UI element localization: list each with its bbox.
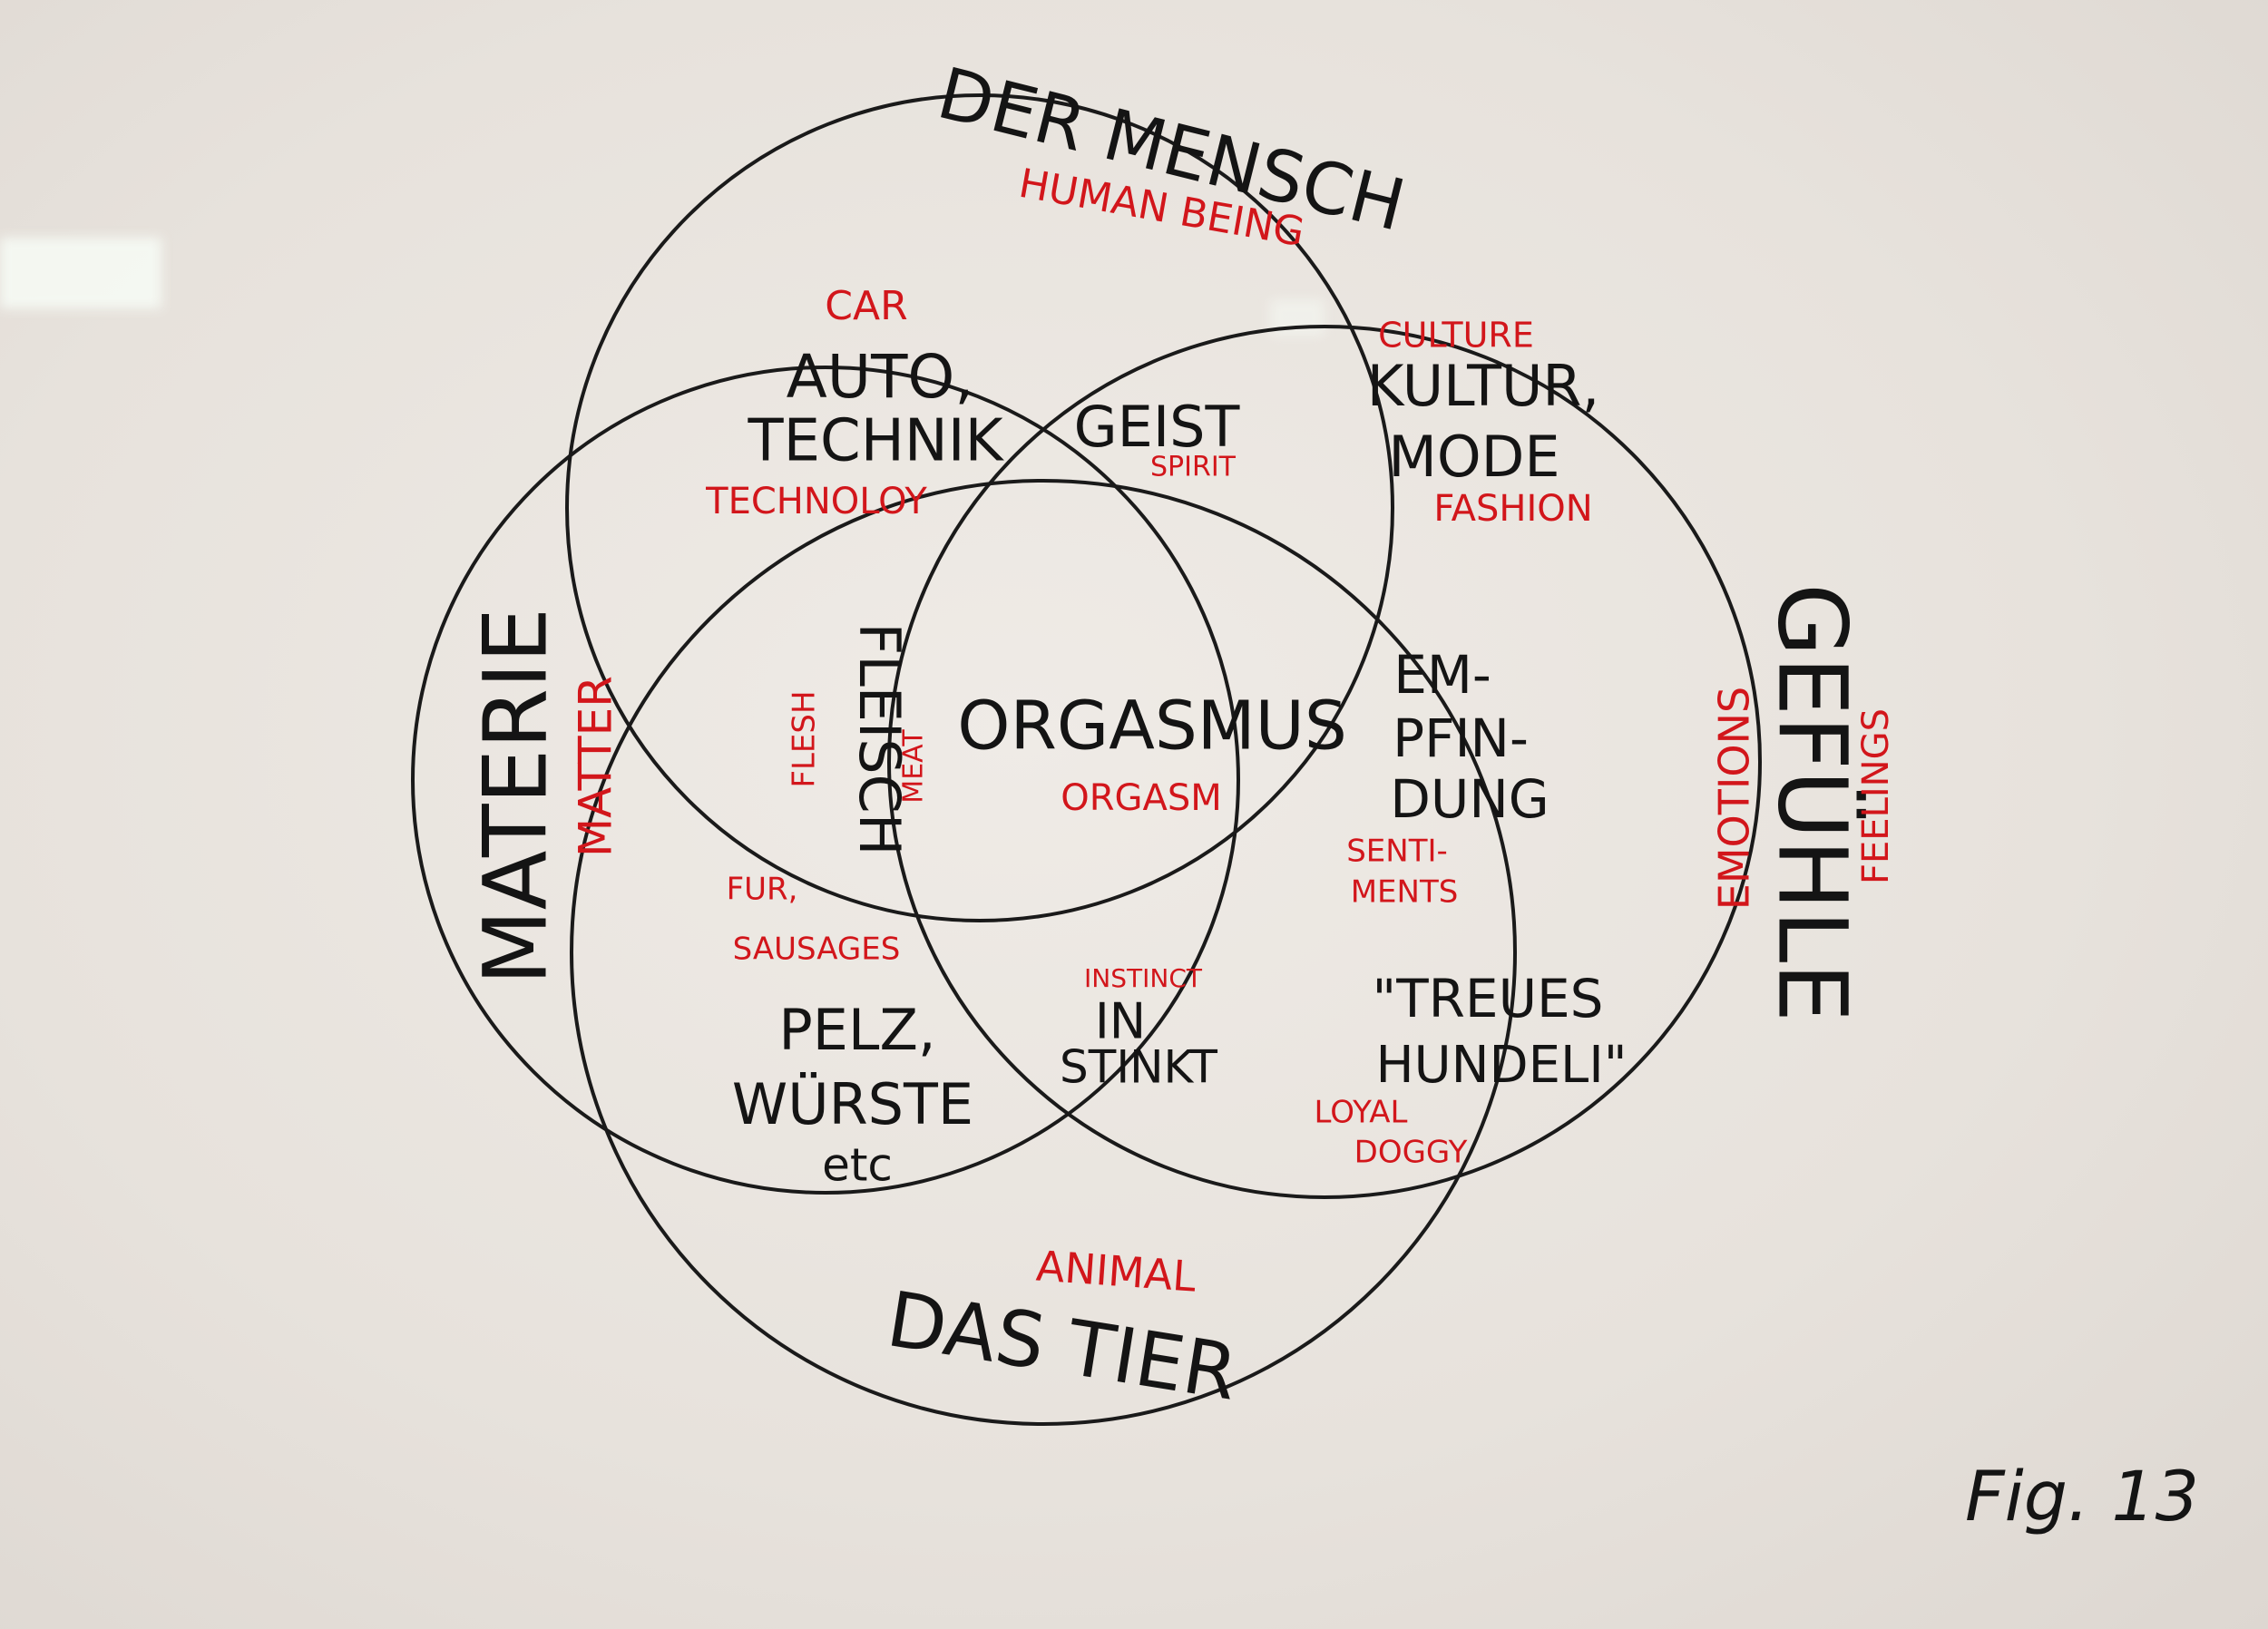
circle-gefuehle: [887, 325, 1762, 1199]
set-label-animal: ANIMAL: [1034, 1241, 1198, 1301]
circle-das-tier: [570, 479, 1517, 1426]
region-mode: MODE: [1388, 424, 1559, 490]
light-glare: [0, 238, 161, 308]
region-senti: SENTI-: [1346, 834, 1448, 870]
region-technik: TECHNIK: [747, 408, 1004, 475]
set-label-gefuehle: GEFÜHLE: [1757, 583, 1868, 1022]
circle-materie: [411, 366, 1240, 1195]
region-loyal: LOYAL: [1315, 1095, 1408, 1131]
region-technoloy: TECHNOLOY: [705, 481, 927, 522]
region-ments: MENTS: [1351, 874, 1459, 911]
region-culture: CULTURE: [1378, 316, 1534, 356]
region-pfin: PFIN-: [1393, 707, 1529, 769]
circle-der-mensch: [565, 93, 1394, 922]
region-dung: DUNG: [1390, 768, 1549, 830]
region-kultur: KULTUR,: [1367, 353, 1599, 419]
region-stinkt: STINKT: [1060, 1041, 1217, 1094]
region-fur: FUR,: [727, 872, 798, 908]
region-etc: etc: [822, 1139, 893, 1192]
region-spirit: SPIRIT: [1150, 452, 1237, 483]
set-label-emotions: EMOTIONS: [1710, 687, 1759, 910]
region-hundeli: HUNDELI": [1376, 1036, 1628, 1095]
region-flesh: FLESH: [787, 690, 823, 787]
region-geist: GEIST: [1074, 394, 1241, 460]
region-pelz: PELZ,: [778, 997, 935, 1063]
region-doggy: DOGGY: [1354, 1135, 1468, 1171]
region-instinct: INSTINCT: [1084, 963, 1203, 993]
region-in: IN: [1095, 993, 1146, 1050]
region-fleisch: FLEISCH: [846, 623, 913, 856]
set-label-matter: MATTER: [570, 676, 622, 857]
set-label-feelings: FEELINGS: [1855, 708, 1897, 884]
region-em: EM-: [1393, 644, 1491, 706]
region-sausages: SAUSAGES: [733, 932, 901, 968]
region-meat: MEAT: [898, 729, 930, 804]
region-auto: AUTO,: [787, 342, 974, 412]
figure-label: Fig. 13: [1965, 1456, 2199, 1536]
set-label-materie: MATERIE: [464, 608, 566, 985]
region-car: CAR: [825, 283, 907, 329]
region-treues: "TREUES: [1373, 968, 1604, 1029]
region-orgasmus: ORGASMUS: [957, 688, 1347, 766]
region-fashion: FASHION: [1433, 488, 1592, 530]
region-orgasm: ORGASM: [1061, 777, 1222, 819]
region-wuerste: WÜRSTE: [732, 1071, 973, 1137]
